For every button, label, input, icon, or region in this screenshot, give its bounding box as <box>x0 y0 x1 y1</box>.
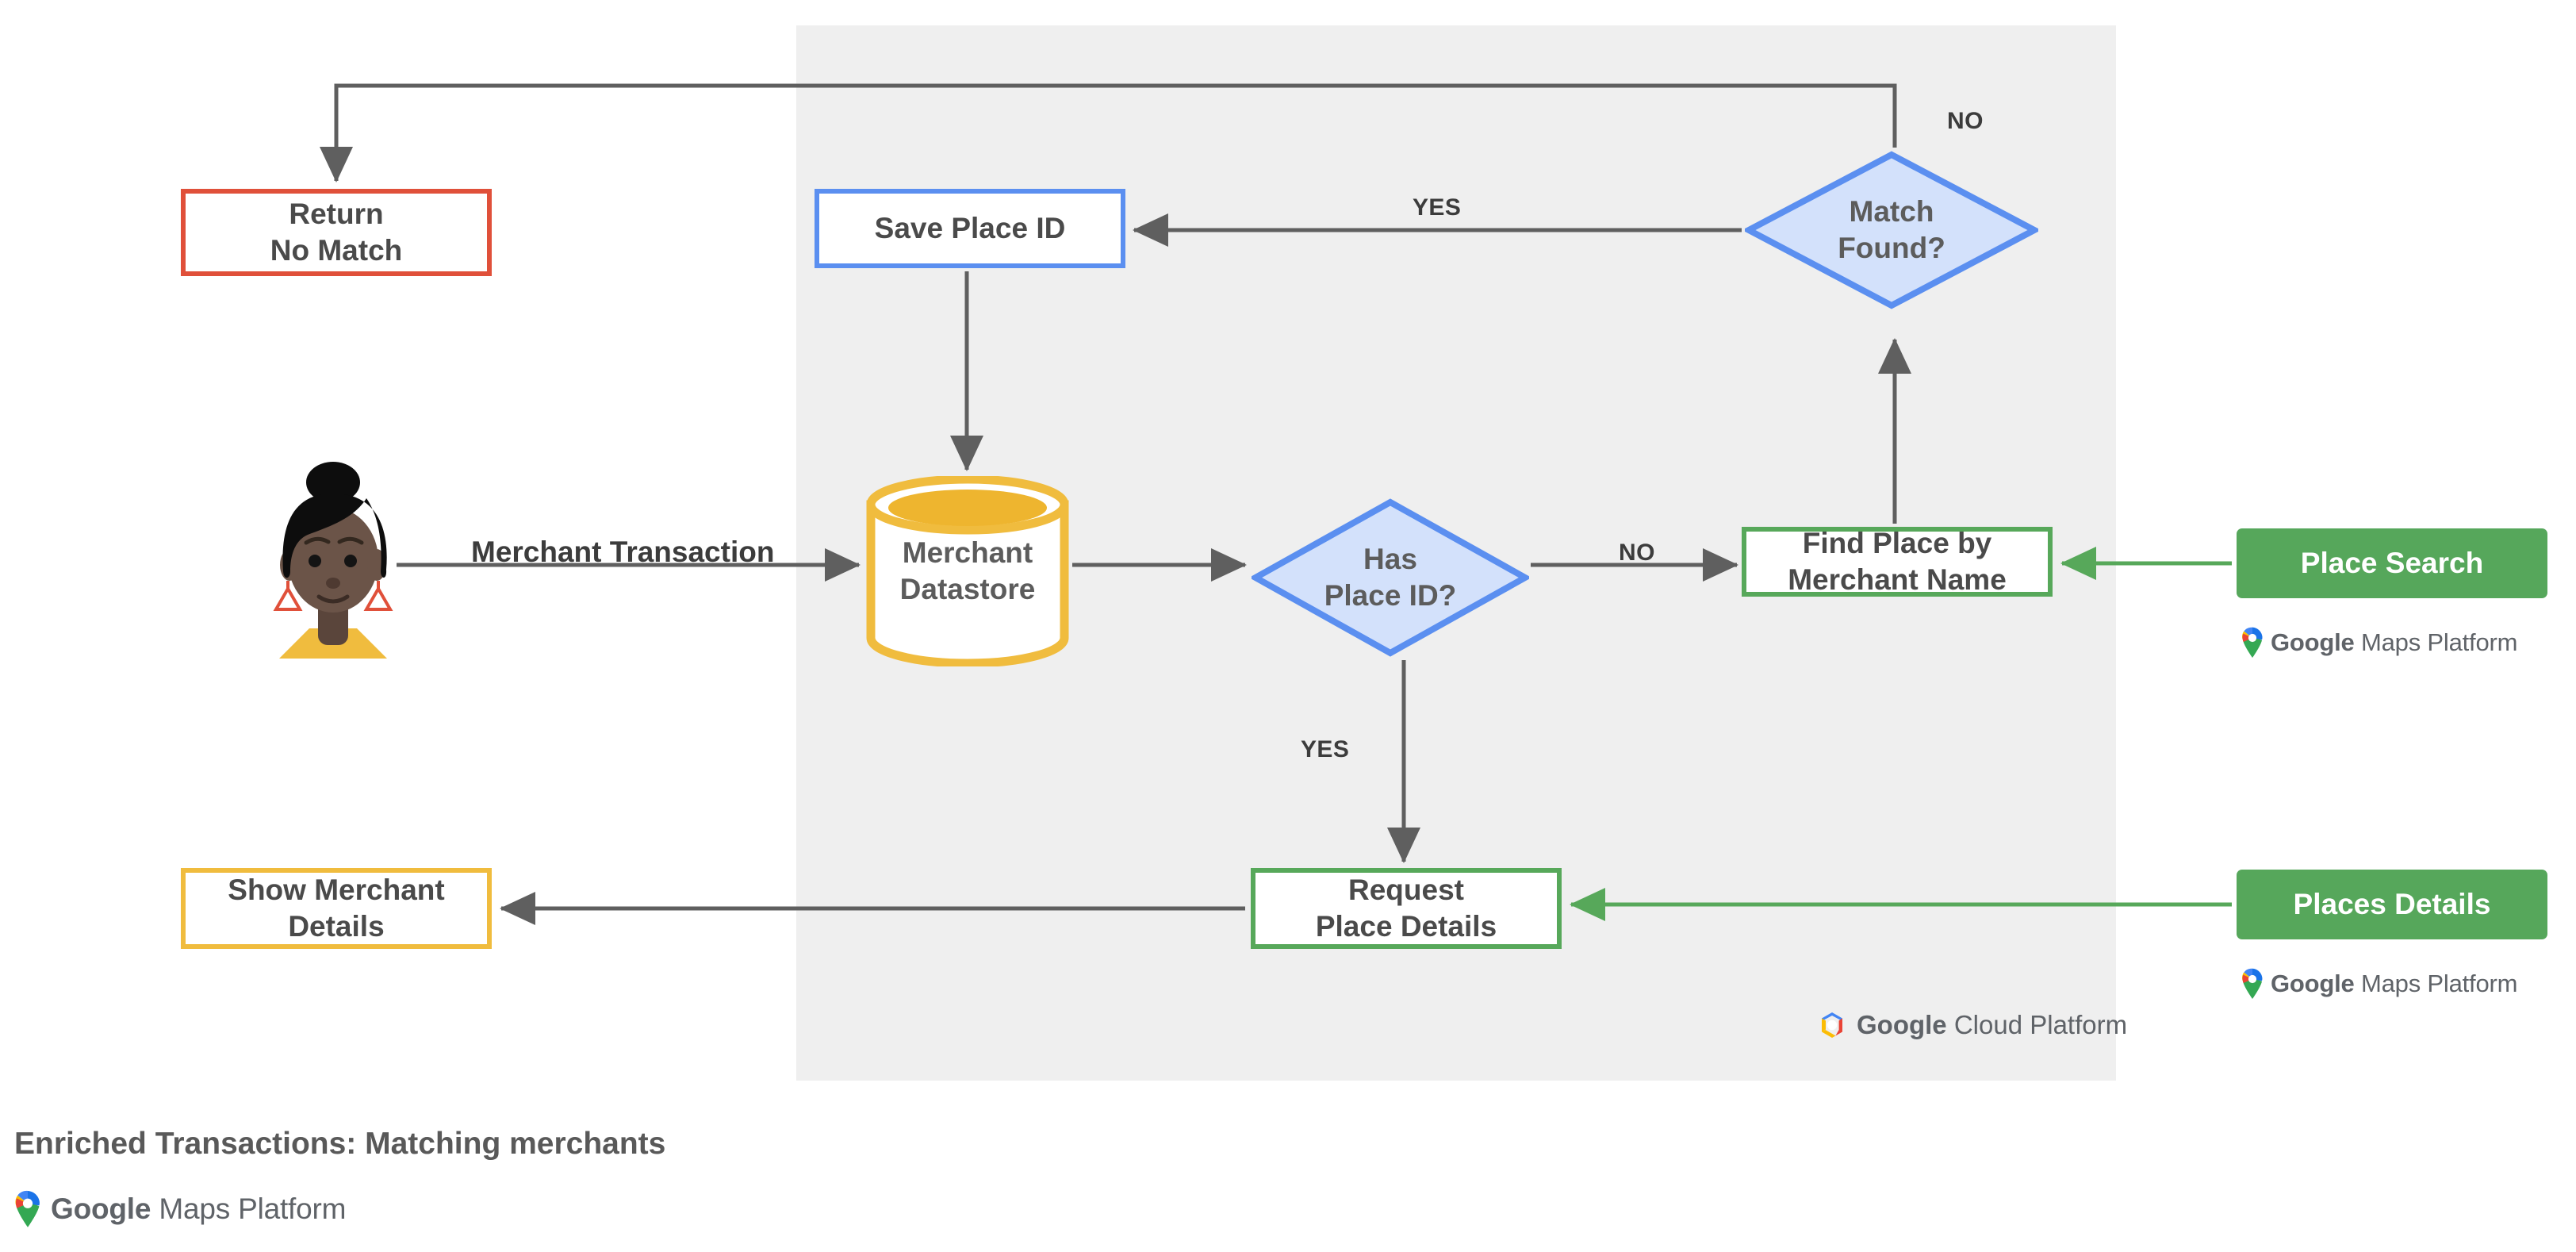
node-place-search-label: Place Search <box>2300 547 2484 579</box>
node-save-place-id-label: Save Place ID <box>874 212 1066 245</box>
edge-label-no-has-place-id: NO <box>1619 540 1655 566</box>
node-show-merchant-details[interactable]: Show Merchant Details <box>181 868 492 949</box>
person-avatar-icon <box>273 462 393 659</box>
node-show-merchant-details-label: Show Merchant Details <box>228 874 445 943</box>
google-maps-platform-logo-footer: Google Maps Platform <box>14 1190 346 1228</box>
node-places-details[interactable]: Places Details <box>2237 870 2547 939</box>
page-caption: Enriched Transactions: Matching merchant… <box>14 1127 666 1161</box>
decision-diamond-shape <box>1742 151 2041 309</box>
node-find-place-label: Find Place by Merchant Name <box>1788 527 2007 596</box>
node-return-no-match[interactable]: Return No Match <box>181 189 492 276</box>
node-has-place-id[interactable]: Has Place ID? <box>1248 498 1532 657</box>
node-place-search[interactable]: Place Search <box>2237 528 2547 598</box>
edge-label-yes-has-place-id: YES <box>1301 736 1350 762</box>
maps-pin-icon <box>2242 968 2263 999</box>
gmp-wordmark: Google Maps Platform <box>51 1192 347 1225</box>
google-cloud-platform-logo: Google Cloud Platform <box>1816 1009 2127 1041</box>
gmp-wordmark: Google Maps Platform <box>2271 970 2518 997</box>
edge-no-to-return-no-match <box>319 83 1897 182</box>
node-merchant-datastore[interactable]: Merchant Datastore <box>864 476 1071 666</box>
node-return-no-match-label: Return No Match <box>270 198 403 267</box>
node-places-details-label: Places Details <box>2293 888 2491 920</box>
node-request-place-details[interactable]: Request Place Details <box>1251 868 1562 949</box>
edge-label-no-match-found: NO <box>1947 108 1984 134</box>
gmp-wordmark: Google Maps Platform <box>2271 628 2518 656</box>
maps-pin-icon <box>15 1190 40 1227</box>
node-request-place-details-label: Request Place Details <box>1315 874 1497 943</box>
decision-diamond-shape <box>1248 498 1532 657</box>
gcp-wordmark: Google Cloud Platform <box>1857 1010 2128 1039</box>
node-find-place-by-merchant-name[interactable]: Find Place by Merchant Name <box>1742 527 2053 597</box>
google-maps-platform-logo-place-search: Google Maps Platform <box>2241 627 2517 659</box>
customer-avatar <box>262 460 404 670</box>
node-match-found[interactable]: Match Found? <box>1742 151 2041 309</box>
maps-pin-icon <box>2242 627 2263 658</box>
edge-label-merchant-transaction: Merchant Transaction <box>471 536 775 568</box>
gcp-hexagon-icon <box>1822 1012 1842 1038</box>
edge-label-yes-match-found: YES <box>1413 194 1462 221</box>
datastore-cylinder-icon <box>866 476 1069 666</box>
node-save-place-id[interactable]: Save Place ID <box>815 189 1125 268</box>
google-maps-platform-logo-places-details: Google Maps Platform <box>2241 968 2517 1000</box>
